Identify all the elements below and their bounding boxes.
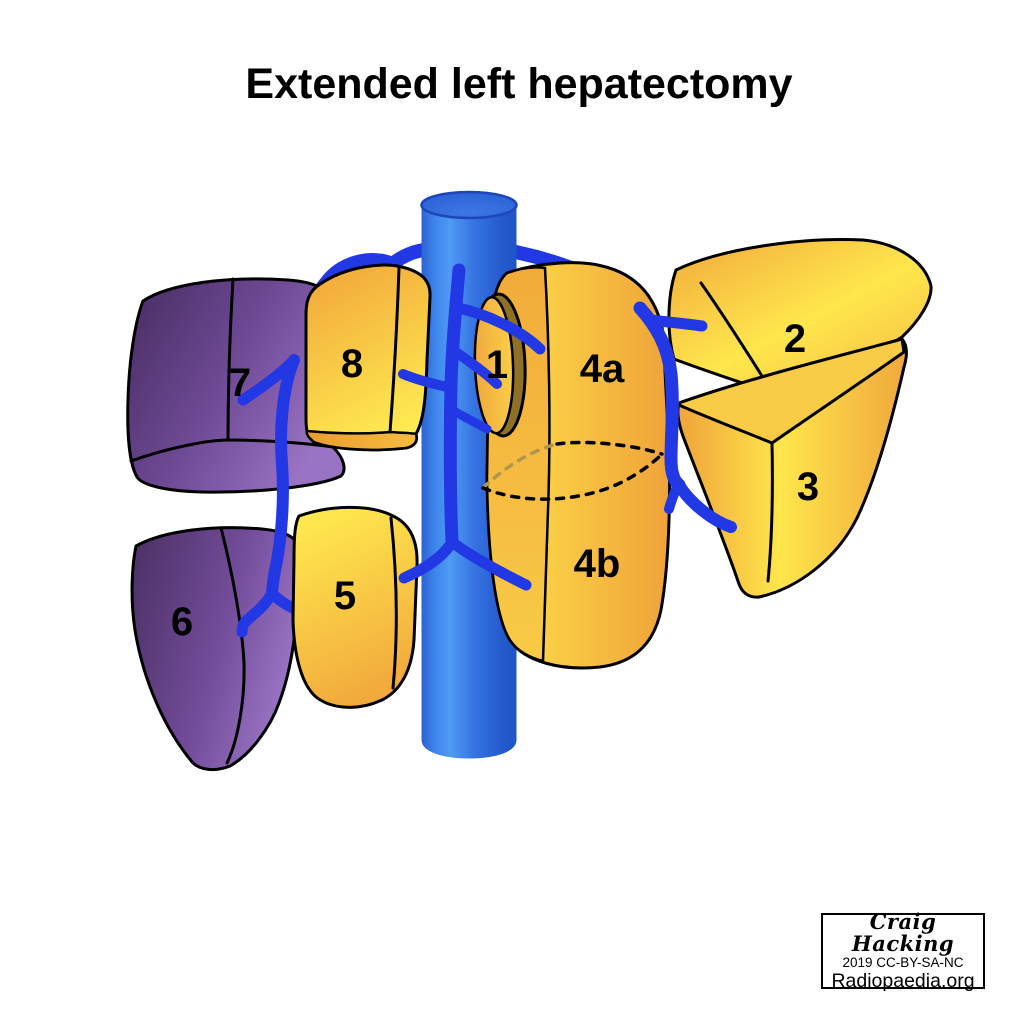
page-title: Extended left hepatectomy bbox=[245, 60, 792, 108]
portal-vein-tree bbox=[398, 263, 546, 591]
division-dash-upper-right bbox=[555, 440, 664, 456]
segment-7 bbox=[126, 277, 346, 494]
label-segment-1: 1 bbox=[486, 343, 508, 387]
label-segment-4b: 4b bbox=[574, 542, 621, 586]
segment-6-facet-line bbox=[219, 526, 246, 765]
label-segment-5: 5 bbox=[334, 574, 356, 618]
attribution-box: Craig Hacking 2019 CC-BY-SA-NC Radiopaed… bbox=[821, 908, 985, 992]
segment-8 bbox=[304, 263, 432, 452]
segment-3-facet-line bbox=[766, 441, 774, 583]
left-hepatic-vein bbox=[633, 301, 737, 533]
label-segment-4a: 4a bbox=[580, 347, 625, 391]
attribution-website: Radiopaedia.org bbox=[831, 969, 975, 992]
label-segment-6: 6 bbox=[171, 600, 193, 644]
segment-3 bbox=[676, 337, 908, 599]
segment-3-top-face bbox=[677, 337, 906, 445]
segment-5-facet-line bbox=[389, 516, 398, 690]
right-hepatic-branch bbox=[237, 354, 300, 406]
segment-8-facet-line bbox=[388, 266, 401, 434]
division-dash-lower bbox=[481, 452, 664, 501]
attribution-license: 2019 CC-BY-SA-NC bbox=[842, 954, 964, 970]
ivc-top-opening bbox=[420, 190, 518, 220]
segment-5 bbox=[291, 505, 419, 709]
label-segment-3: 3 bbox=[797, 465, 819, 509]
label-segment-7: 7 bbox=[229, 361, 251, 405]
segment-8-bottom-band bbox=[305, 429, 418, 452]
label-segment-8: 8 bbox=[341, 342, 363, 386]
attribution-author: Craig Hacking bbox=[851, 908, 955, 956]
segment-6 bbox=[130, 526, 299, 772]
left-hepatic-stub bbox=[644, 314, 708, 332]
label-segment-2: 2 bbox=[784, 317, 806, 361]
segment-7-inferior-edge bbox=[129, 438, 335, 463]
division-dash-upper-left bbox=[481, 442, 559, 490]
segment-7-facet-line bbox=[226, 277, 235, 442]
portal-right-branch bbox=[446, 536, 532, 591]
